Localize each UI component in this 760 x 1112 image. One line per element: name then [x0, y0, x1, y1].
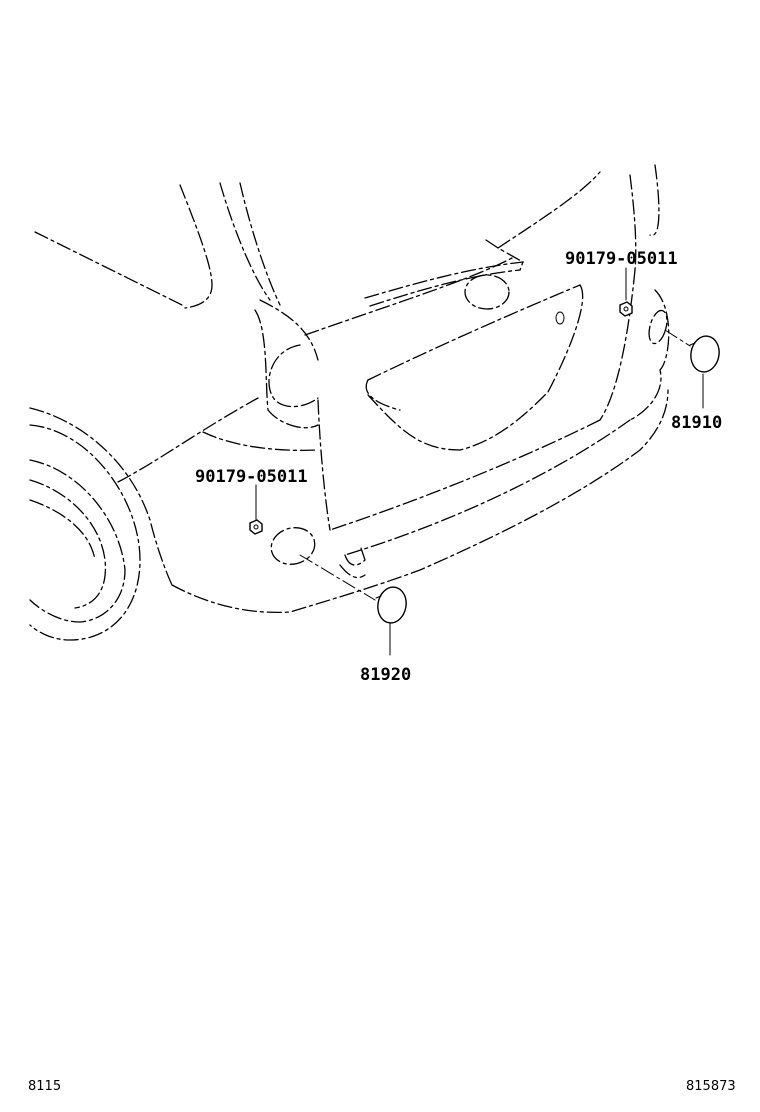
nut-lower — [249, 519, 263, 535]
callout-nut-upper: 90179-05011 — [565, 249, 678, 269]
reflector-81910 — [689, 335, 720, 373]
vehicle-body-outline — [29, 164, 670, 641]
leader-lines — [255, 267, 704, 656]
footer-left-code: 8115 — [28, 1079, 61, 1094]
nut-upper — [619, 301, 633, 317]
callout-reflector-81910: 81910 — [671, 413, 722, 433]
callout-reflector-81920: 81920 — [360, 665, 411, 685]
footer-right-code: 815873 — [686, 1079, 736, 1094]
callout-nut-lower: 90179-05011 — [195, 467, 308, 487]
reflector-81920 — [375, 586, 407, 624]
